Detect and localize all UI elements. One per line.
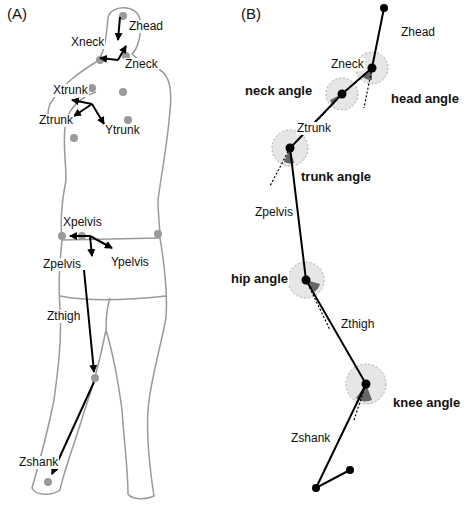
angle-wedges: [284, 68, 372, 401]
axis-label: Zshank: [290, 432, 331, 445]
axis-label: Ztrunk: [38, 114, 74, 127]
axis-label: Ytrunk: [104, 124, 141, 137]
axis-label: Zthigh: [46, 310, 81, 323]
angle-label: head angle: [390, 92, 460, 106]
axis-label: Zneck: [330, 58, 365, 71]
angle-label: hip angle: [230, 272, 289, 286]
stick-figure: [290, 8, 384, 488]
axis-label: Ztrunk: [296, 122, 332, 135]
angle-label: neck angle: [244, 84, 313, 98]
axis-label: Zneck: [124, 58, 159, 71]
panel-label: (B): [240, 6, 262, 23]
axis-label: Zpelvis: [42, 258, 82, 271]
axis-label: Xtrunk: [52, 84, 89, 97]
axis-label: Zshank: [18, 456, 59, 469]
axis-label: Zpelvis: [254, 206, 294, 219]
axis-label: Zhead: [400, 26, 436, 39]
joint-dots: [286, 4, 389, 492]
angle-label: knee angle: [392, 396, 461, 410]
axis-label: Xpelvis: [62, 216, 103, 229]
angle-label: trunk angle: [300, 170, 372, 184]
joint-circles: [272, 52, 388, 404]
axis-arrows: [52, 17, 126, 474]
panel-label: (A): [6, 6, 28, 23]
body-outline: [32, 8, 171, 499]
axis-label: Xneck: [70, 36, 105, 49]
axis-label: Ypelvis: [110, 256, 150, 269]
axis-label: Zthigh: [340, 318, 375, 331]
axis-label: Zhead: [128, 20, 164, 33]
marker-dots: [44, 12, 162, 486]
